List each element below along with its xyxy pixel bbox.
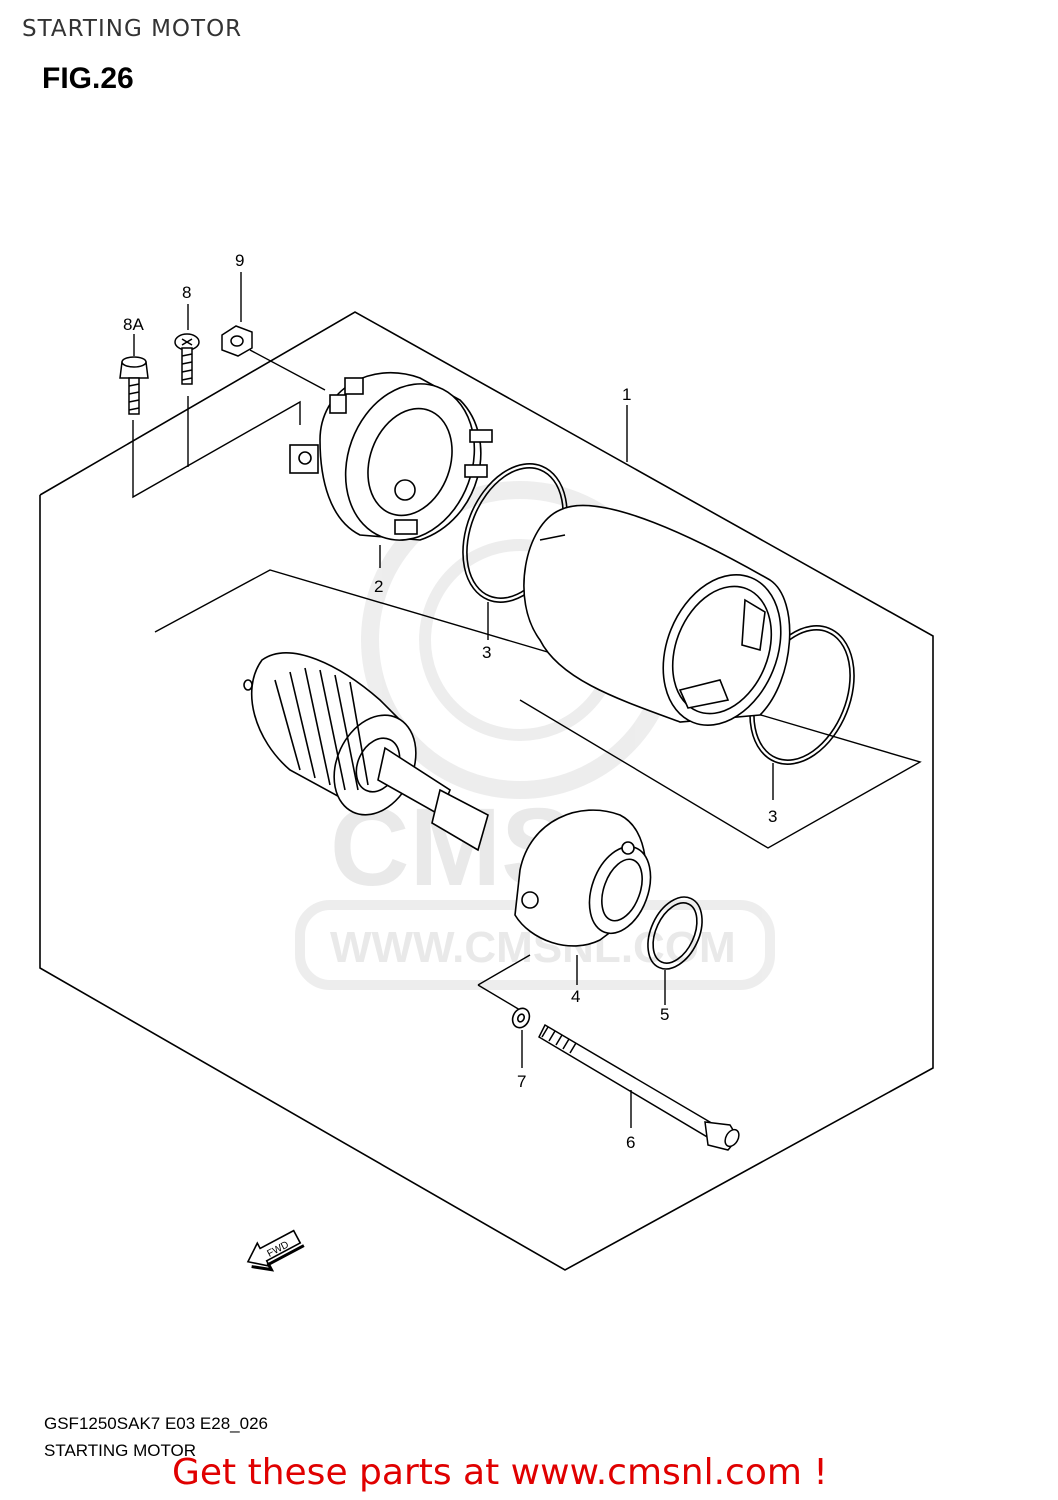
assembly-boundary (39, 311, 934, 1271)
nut-9 (221, 325, 253, 357)
callout-3-lower: 3 (768, 807, 777, 826)
o-ring-5 (647, 896, 703, 970)
diagram-code: GSF1250SAK7 E03 E28_026 (44, 1414, 268, 1433)
callout-8: 8 (182, 283, 191, 302)
leader-lines (133, 272, 774, 1128)
callout-6: 6 (626, 1133, 635, 1152)
callout-9: 9 (235, 251, 244, 270)
callout-3-upper: 3 (482, 643, 491, 662)
callout-5: 5 (660, 1005, 669, 1024)
bolt-8a (119, 356, 149, 415)
page-header-title: STARTING MOTOR (22, 16, 243, 42)
screw-bracket-line (132, 400, 301, 499)
callout-2: 2 (374, 577, 383, 596)
figure-label: FIG.26 (42, 62, 134, 95)
callout-1: 1 (622, 385, 631, 404)
yoke-housing-1 (523, 504, 791, 726)
armature (243, 652, 489, 852)
washer-7 (511, 1007, 531, 1029)
promo-link[interactable]: Get these parts at www.cmsnl.com ! (172, 1452, 828, 1493)
fwd-label: FWD (266, 1239, 291, 1259)
subassembly-boundary (154, 569, 922, 849)
front-housing-4 (514, 809, 652, 947)
fwd-arrow-icon: FWD (246, 1229, 305, 1272)
through-bolt-6 (538, 1023, 740, 1151)
callout-4: 4 (571, 987, 580, 1006)
screw-8 (174, 333, 200, 385)
callout-8a: 8A (123, 315, 144, 334)
callout-7: 7 (517, 1072, 526, 1091)
end-cover-2 (289, 372, 493, 541)
footer-title: STARTING MOTOR (44, 1441, 197, 1460)
